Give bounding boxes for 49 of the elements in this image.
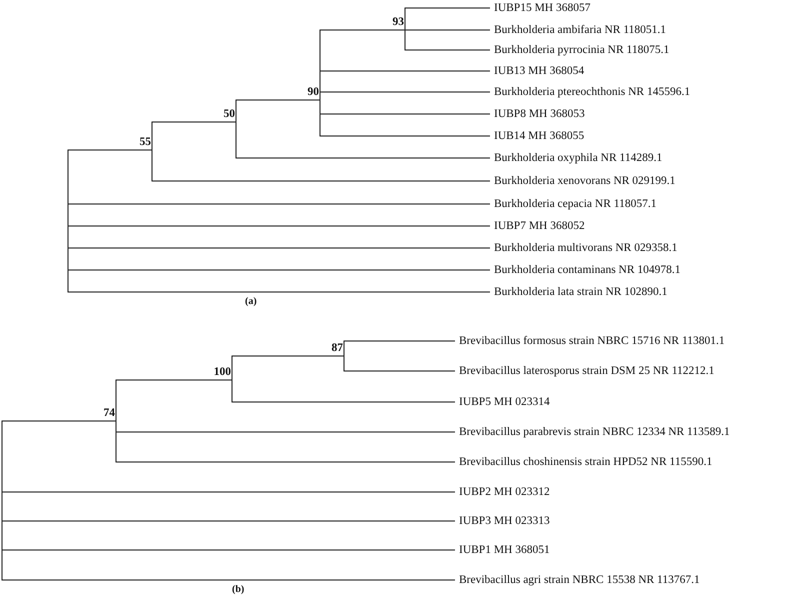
tree-branch	[404, 8, 490, 30]
bootstrap-value: 50	[224, 108, 235, 121]
bootstrap-value: 93	[392, 16, 404, 29]
panel-label: (b)	[232, 584, 244, 595]
taxon-label: Brevibacillus parabrevis strain NBRC 12334 NR 113589.1	[455, 425, 730, 439]
tree-branch	[344, 340, 456, 356]
taxon-label: Burkholderia pyrrocinia NR 118075.1	[490, 43, 670, 57]
taxon-label: IUBP7 MH 368052	[490, 219, 585, 233]
taxon-label: IUBP3 MH 023313	[455, 514, 550, 528]
tree-branch	[2, 500, 456, 580]
bootstrap-value: 55	[140, 136, 151, 149]
taxon-label: Burkholderia ambifaria NR 118051.1	[490, 23, 666, 37]
taxon-label: Burkholderia contaminans NR 104978.1	[490, 263, 681, 277]
taxon-label: Burkholderia xenovorans NR 029199.1	[490, 174, 676, 188]
bootstrap-value: 90	[308, 86, 319, 99]
taxon-label: Burkholderia multivorans NR 029358.1	[490, 241, 678, 255]
tree-branch	[152, 150, 490, 182]
tree-branch	[236, 100, 320, 122]
tree-branch	[232, 380, 456, 402]
panel-label: (a)	[245, 296, 257, 307]
tree-branch	[68, 204, 490, 222]
taxon-label: Burkholderia cepacia NR 118057.1	[490, 197, 656, 211]
bootstrap-value: 74	[104, 407, 115, 420]
taxon-label: IUB14 MH 368055	[490, 129, 584, 143]
tree-branch	[320, 100, 490, 136]
tree-branch	[232, 356, 344, 380]
tree-branch	[404, 30, 490, 50]
taxon-label: IUBP2 MH 023312	[455, 485, 550, 499]
tree-branch	[236, 122, 490, 158]
bootstrap-value: 100	[214, 366, 231, 379]
taxon-label: IUBP1 MH 368051	[455, 543, 550, 557]
tree-branch	[68, 220, 490, 292]
taxon-label: Burkholderia ptereochthonis NR 145596.1	[490, 85, 690, 99]
taxon-label: Brevibacillus choshinensis strain HPD52 NR 115590.1	[455, 455, 712, 469]
tree-branch	[2, 492, 456, 500]
tree-branch	[320, 92, 490, 100]
taxon-label: Burkholderia oxyphila NR 114289.1	[490, 151, 662, 165]
taxon-label: Brevibacillus laterosporus strain DSM 25 NR 112212.1	[455, 364, 714, 378]
taxon-label: IUBP8 MH 368053	[490, 107, 585, 121]
taxon-label: IUB13 MH 368054	[490, 64, 584, 78]
tree-branch	[116, 380, 232, 422]
tree-branch	[344, 356, 456, 372]
taxon-label: IUBP5 MH 023314	[455, 395, 550, 409]
taxon-label: IUBP15 MH 368057	[490, 1, 590, 15]
bootstrap-value: 87	[332, 342, 343, 355]
taxon-label: Burkholderia lata strain NR 102890.1	[490, 285, 668, 299]
tree-branch	[152, 122, 236, 150]
taxon-label: Brevibacillus formosus strain NBRC 15716 NR 113801.1	[455, 334, 725, 348]
taxon-label: Brevibacillus agri strain NBRC 15538 NR 113767.1	[455, 573, 700, 587]
